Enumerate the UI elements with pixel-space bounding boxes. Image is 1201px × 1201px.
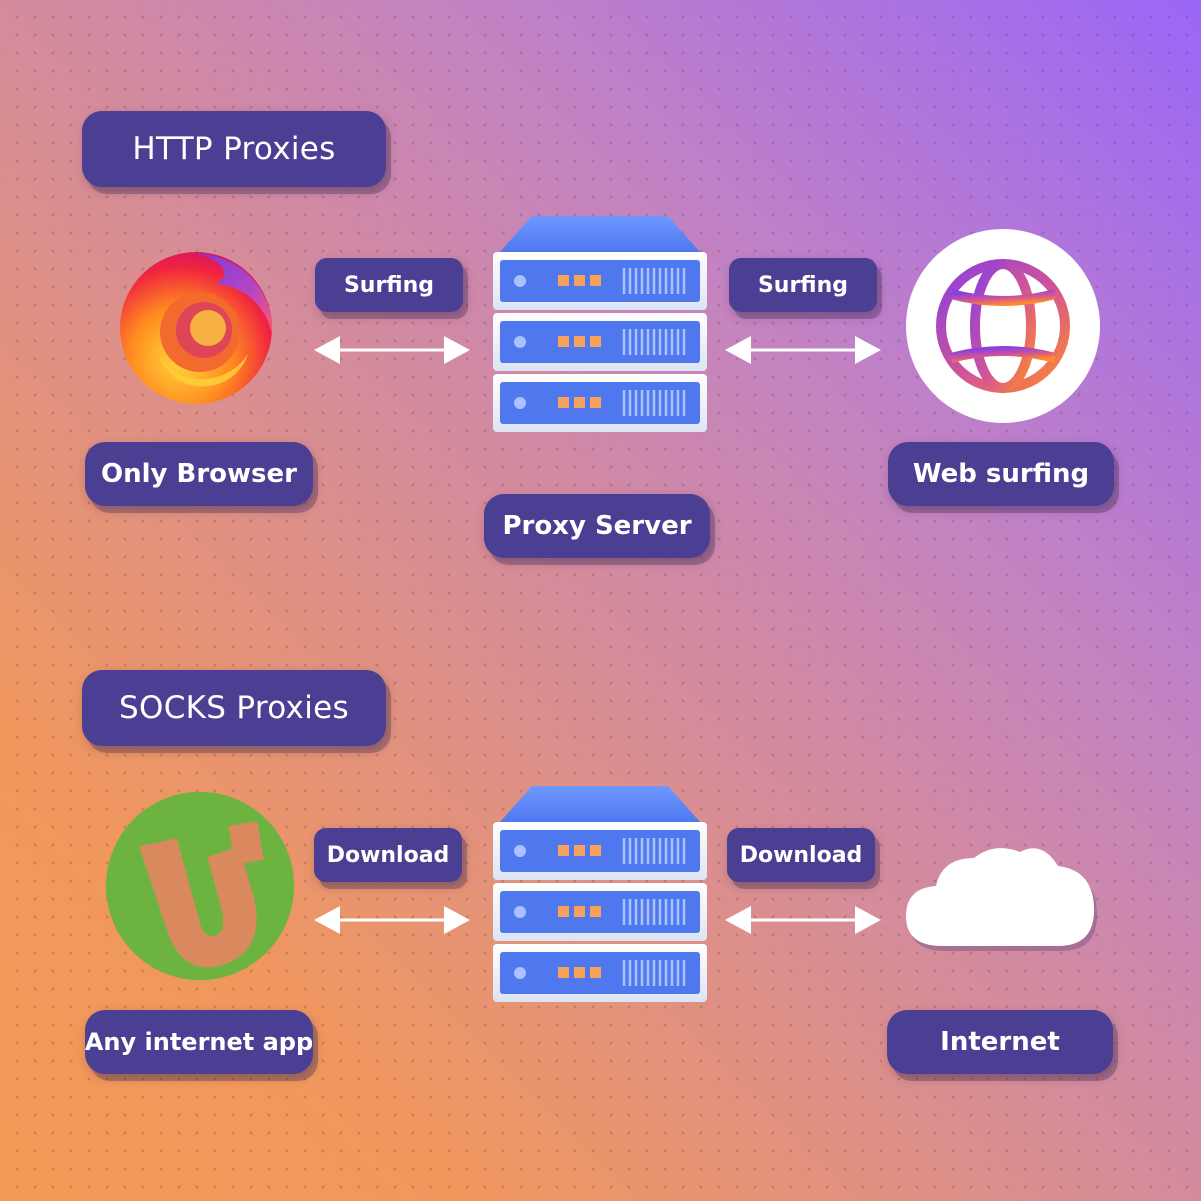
proxy-server-label: Proxy Server — [484, 494, 710, 558]
socks-left-bidirectional-arrow — [314, 906, 470, 934]
http-right-bidirectional-arrow — [725, 336, 881, 364]
http-proxy-server-icon — [493, 216, 707, 432]
utorrent-icon — [105, 791, 295, 981]
socks-right-link-label: Download — [727, 828, 875, 882]
http-client-label: Only Browser — [85, 442, 313, 506]
cloud-icon — [906, 848, 1098, 951]
socks-target-label: Internet — [887, 1010, 1113, 1074]
http-section-title: HTTP Proxies — [82, 111, 386, 187]
socks-proxy-server-icon — [493, 786, 707, 1002]
http-left-link-label: Surfing — [315, 258, 463, 312]
http-right-link-label: Surfing — [729, 258, 877, 312]
firefox-icon — [120, 252, 273, 404]
http-left-bidirectional-arrow — [314, 336, 470, 364]
http-target-label: Web surfing — [888, 442, 1114, 506]
globe-icon — [906, 229, 1100, 423]
socks-right-bidirectional-arrow — [725, 906, 881, 934]
socks-section-title: SOCKS Proxies — [82, 670, 386, 746]
socks-left-link-label: Download — [314, 828, 462, 882]
socks-client-label: Any internet app — [85, 1010, 313, 1074]
